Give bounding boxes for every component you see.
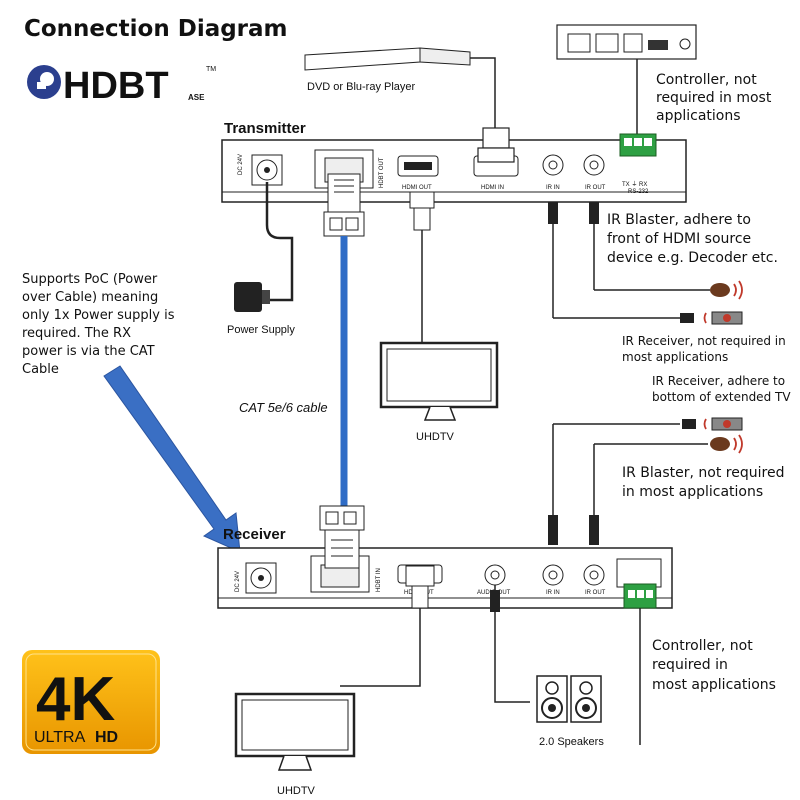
rx-port-ir-in: IR IN [546,590,560,596]
logo-sub: ASE [188,93,205,102]
tx-port-dc: DC 24V [238,154,244,175]
uhdtv-top: UHDTV [379,341,499,443]
hdmi-plug-tx-out [409,191,435,231]
rj45-plug-rx [319,505,365,569]
note-line: front of HDMI source [607,231,751,247]
badge-4k-ultrahd: 4K ULTRA HD [22,650,160,754]
note-line: IR Blaster, adhere to [607,212,751,228]
power-supply: Power Supply [227,282,295,336]
note-line: over Cable) meaning [22,290,158,305]
speakers-label: 2.0 Speakers [539,736,604,748]
speakers: 2.0 Speakers [536,675,604,748]
note-line: power is via the CAT [22,344,155,359]
power-supply-label: Power Supply [227,324,295,336]
note-line: required. The RX [22,326,131,341]
hdbaset-logo: HDBT ASE TM [27,65,216,107]
uhdtv-bottom-label: UHDTV [277,785,316,797]
tx-port-rs232: TX ⏚ RX [622,181,647,188]
poc-note: Supports PoC (Power over Cable) meaning … [22,272,175,377]
audio-cable [494,585,530,703]
controller-device-top [556,24,697,60]
note-line: applications [656,108,741,124]
tx-port-ir-in: IR IN [546,185,560,191]
controller-note-top: Controller, not required in most applica… [656,72,772,124]
transmitter-box: DC 24V HDBT OUT HDMI OUT HDMI IN IR IN I… [221,133,687,203]
rj45-plug-tx [323,173,365,237]
ir-blaster-note-top: IR Blaster, adhere to front of HDMI sour… [607,212,778,266]
note-line: bottom of extended TV [652,390,791,404]
ir-blaster-note-bottom: IR Blaster, not required in most applica… [622,465,784,500]
ir-receiver-note-bottom: IR Receiver, adhere to bottom of extende… [652,374,791,404]
tx-port-hdmi-out: HDMI OUT [402,185,432,191]
note-line: device e.g. Decoder etc. [607,250,778,266]
ir-receiver-bottom [682,417,743,431]
transmitter-label: Transmitter [224,120,306,137]
ir-receiver-note-top: IR Receiver, not required in most applic… [622,334,786,364]
logo-text: HDBT [63,65,169,107]
dvd-player: DVD or Blu-ray Player [304,47,471,93]
tx-port-hdbt: HDBT OUT [379,157,385,188]
logo-tm: TM [206,66,216,73]
badge-ultra: ULTRA [34,729,86,746]
ir-blaster-top [710,280,743,300]
tx-port-ir-out: IR OUT [585,185,606,191]
hdmi-cable-source [470,57,496,128]
receiver-box: DC 24V HDBT IN HDMI OUT AUDIO OUT IR IN … [217,547,673,609]
cat-cable-label: CAT 5e/6 cable [239,400,328,415]
note-line: required in [652,657,728,673]
note-line: IR Blaster, not required [622,465,784,481]
note-line: most applications [622,350,728,364]
power-cable [265,182,294,302]
ir-cables-rx [548,423,708,545]
rx-port-dc: DC 24V [235,571,241,592]
uhdtv-bottom: UHDTV [234,692,356,797]
ir-blaster-bottom [710,434,743,454]
note-line: Cable [22,362,59,377]
rx-terminal-block [623,583,657,609]
note-line: most applications [652,677,776,693]
hdmi-plug-rx-out [405,565,435,609]
note-line: Supports PoC (Power [22,272,158,287]
controller-note-bottom: Controller, not required in most applica… [652,638,776,693]
tx-port-hdmi-in: HDMI IN [481,185,504,191]
uhdtv-top-label: UHDTV [416,431,455,443]
note-line: Controller, not [656,72,757,88]
hdmi-plug-tx-in [477,127,515,163]
badge-4k-big: 4K [36,665,115,734]
note-line: Controller, not [652,638,753,654]
note-line: only 1x Power supply is [22,308,175,323]
ir-cables-tx [548,202,710,319]
rx-port-hdbt: HDBT IN [376,568,382,592]
dvd-label: DVD or Blu-ray Player [307,81,416,93]
hdmi-cable-tv-bottom [340,608,421,687]
diagram-title: Connection Diagram [24,16,288,42]
badge-hd: HD [95,729,118,746]
note-line: IR Receiver, adhere to [652,374,785,388]
note-line: required in most [656,90,772,106]
receiver-label: Receiver [223,526,286,543]
tx-port-rs232-sub: RS-232 [628,189,649,195]
note-line: IR Receiver, not required in [622,334,786,348]
ir-receiver-top [680,311,743,325]
audio-plug [490,590,500,612]
poc-arrow [103,365,241,553]
note-line: in most applications [622,484,763,500]
rx-port-ir-out: IR OUT [585,590,606,596]
